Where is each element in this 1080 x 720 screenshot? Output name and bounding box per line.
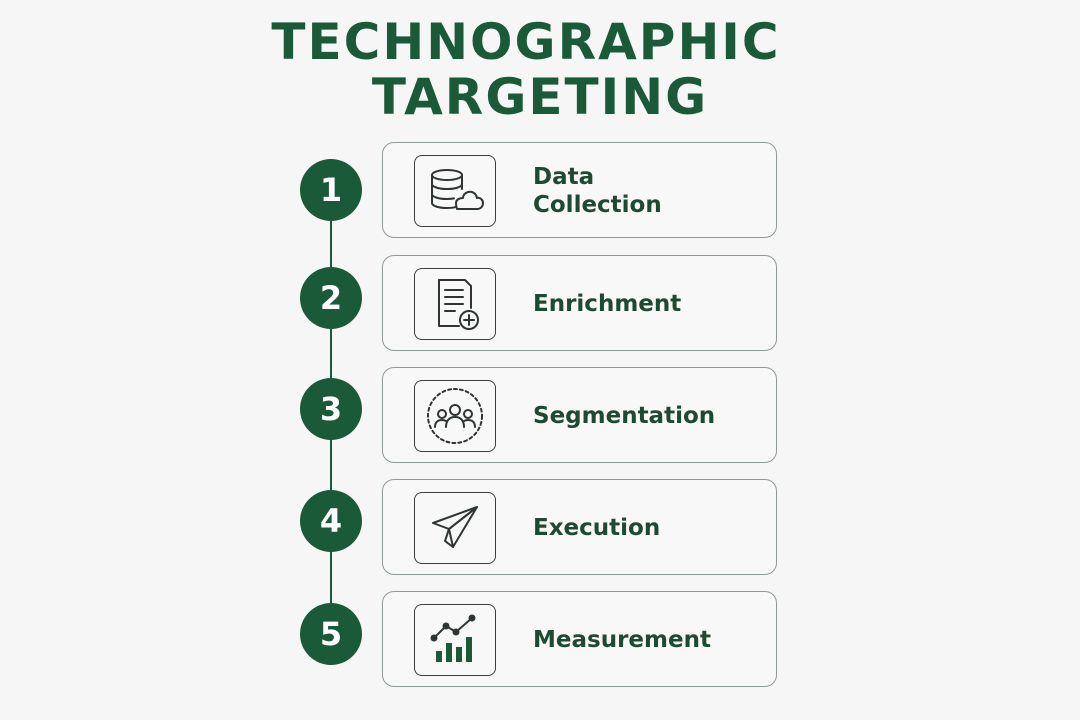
paper-plane-icon — [414, 492, 496, 564]
people-group-icon — [414, 380, 496, 452]
bar-chart-trend-icon — [414, 604, 496, 676]
step-5-number-circle: 5 — [300, 603, 362, 665]
step-5-card: Measurement — [382, 591, 777, 687]
title-line-2: TARGETING — [371, 68, 709, 126]
step-3-card: Segmentation — [382, 367, 777, 463]
step-4-number-circle: 4 — [300, 490, 362, 552]
document-plus-icon — [414, 268, 496, 340]
step-1-label-line-1: Data — [533, 164, 595, 190]
step-1-number-circle: 1 — [300, 159, 362, 221]
step-4-label: Execution — [533, 515, 661, 541]
title-line-1: TECHNOGRAPHIC — [271, 13, 781, 71]
database-cloud-icon — [414, 155, 496, 227]
step-2-label: Enrichment — [533, 291, 682, 317]
step-3-label: Segmentation — [533, 403, 716, 429]
step-2-number-circle: 2 — [300, 267, 362, 329]
step-3-number-circle: 3 — [300, 378, 362, 440]
step-1-label-line-2: Collection — [533, 192, 662, 218]
step-4-card: Execution — [382, 479, 777, 575]
step-1-card: Data Collection — [382, 142, 777, 238]
step-2-card: Enrichment — [382, 255, 777, 351]
step-5-label: Measurement — [533, 627, 711, 653]
